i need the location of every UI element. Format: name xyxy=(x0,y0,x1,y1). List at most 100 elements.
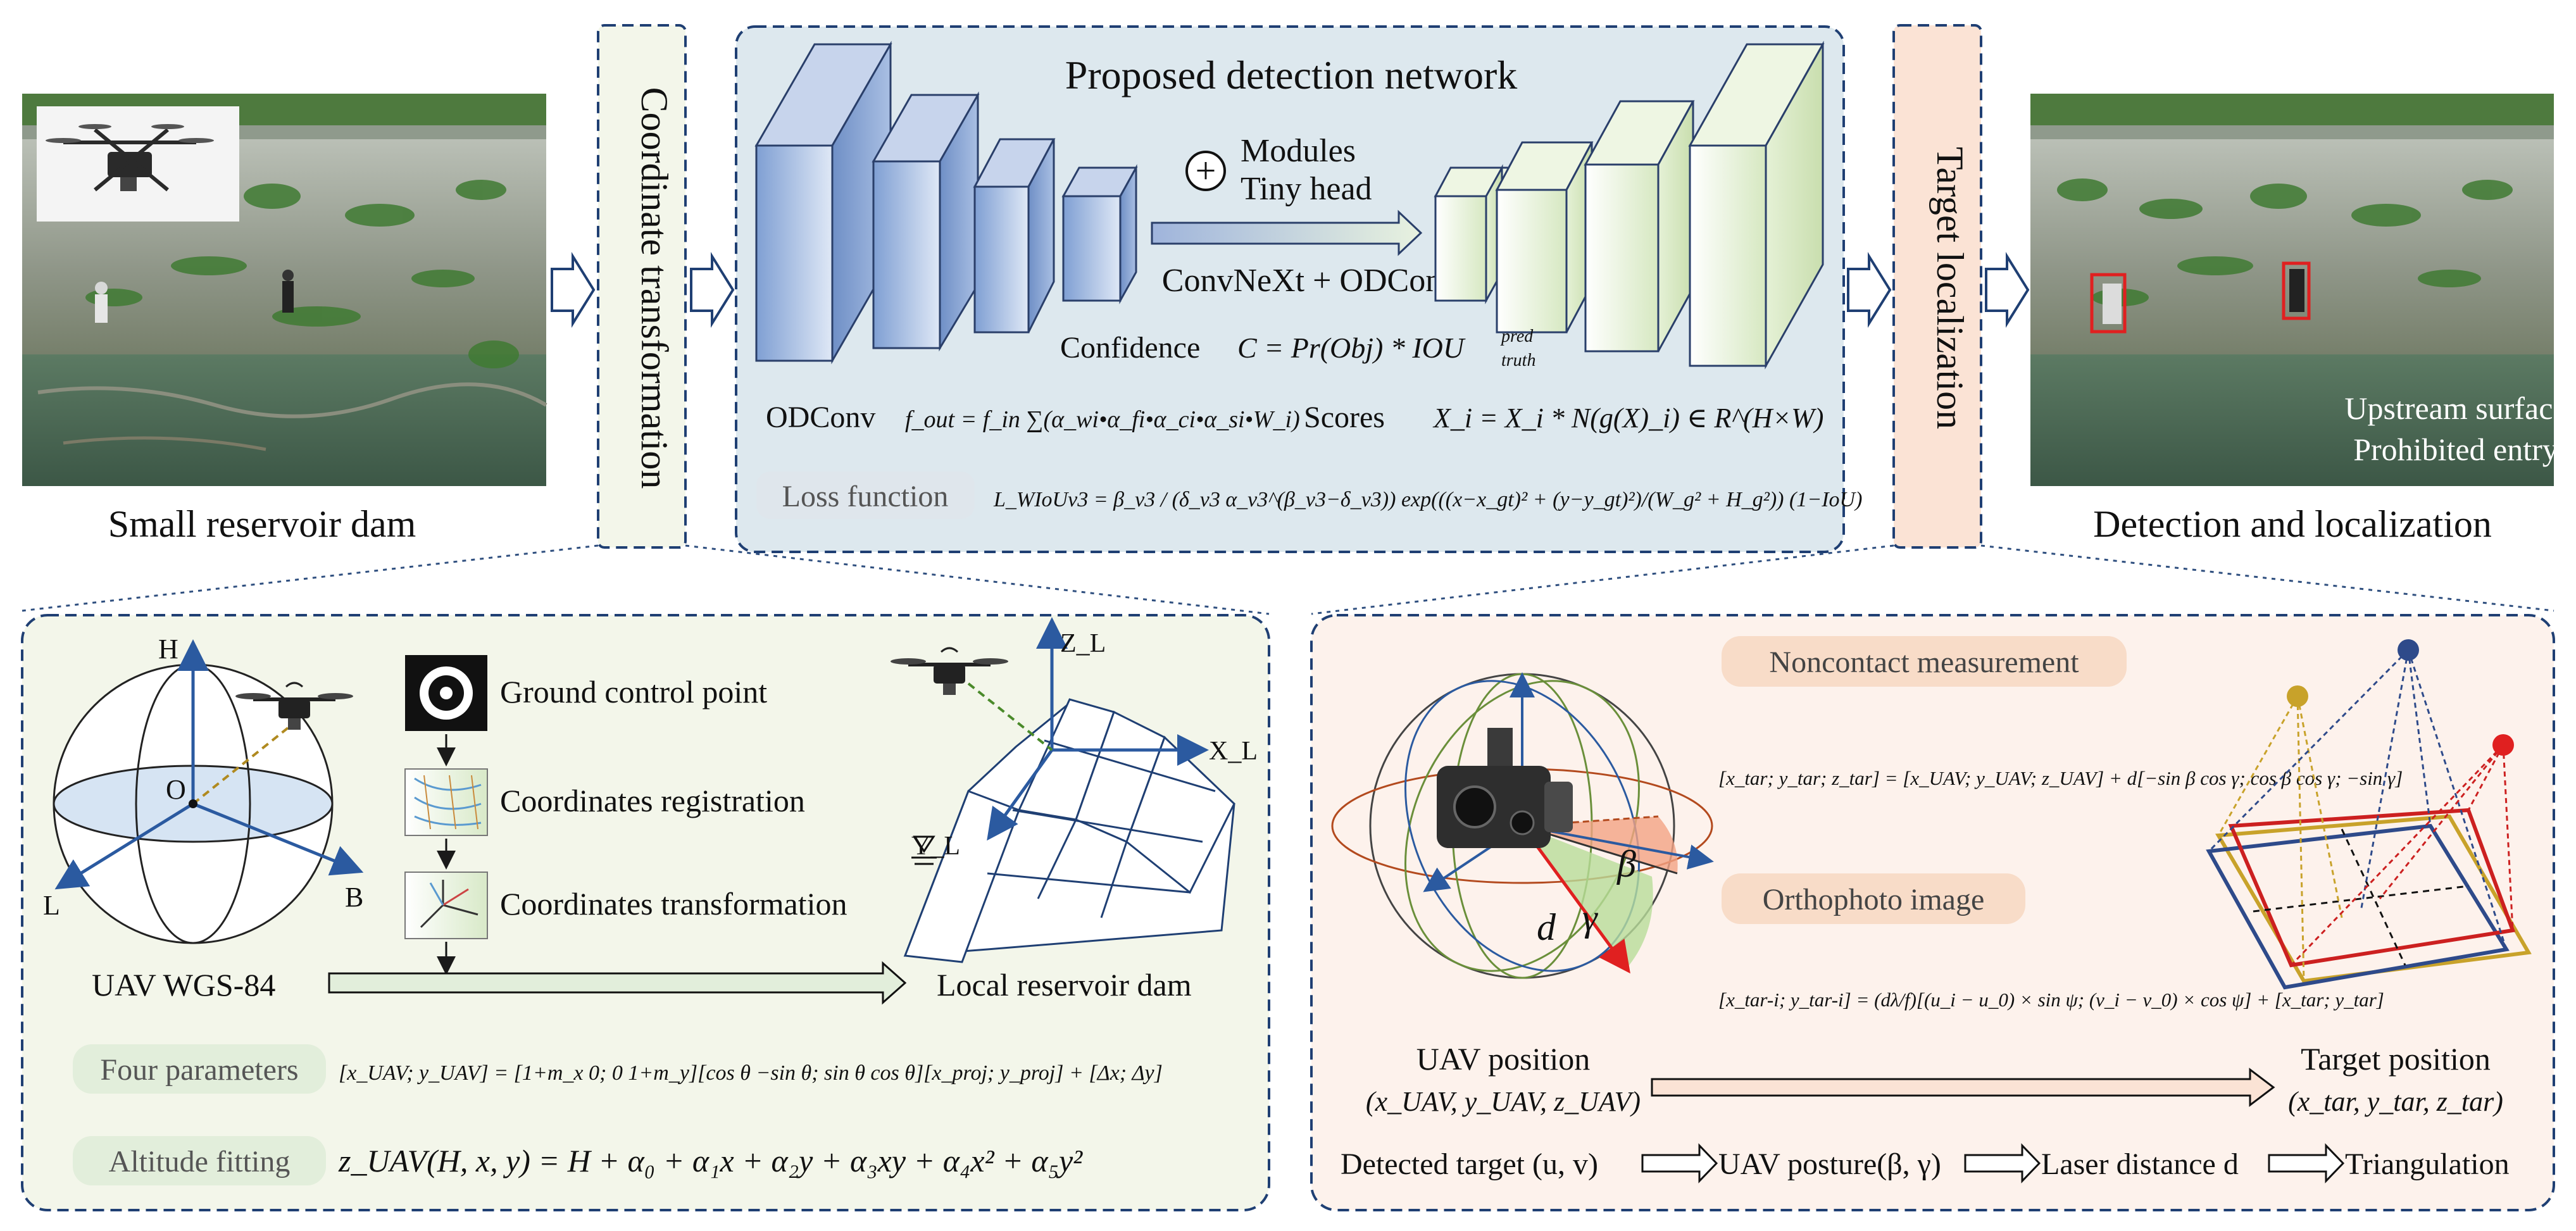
hollow-arrow-3 xyxy=(1847,252,1892,328)
globe-axis-l: L xyxy=(43,890,60,921)
dam-axis-z-label: Z_L xyxy=(1060,629,1106,658)
drone-to-dam xyxy=(967,682,1053,751)
confidence-sup: pred xyxy=(1500,327,1534,346)
odconv-label: ODConv xyxy=(766,401,875,434)
globe-axis-o: O xyxy=(166,774,186,805)
globe-diagram xyxy=(53,639,364,944)
photo-person-2 xyxy=(282,270,294,313)
transformation-icon xyxy=(404,872,488,939)
hollow-arrow-4 xyxy=(1985,252,2030,328)
coordinate-label-box xyxy=(597,24,687,549)
uav-wgs-label: UAV WGS-84 xyxy=(92,967,275,1003)
dam-axis-x-label: X_L xyxy=(1209,737,1258,766)
right-photo-caption: Detection and localization xyxy=(2093,503,2492,545)
uav-to-local-arrow xyxy=(328,961,907,1005)
drone-icon-dam xyxy=(891,647,1008,695)
noncontact-label: Noncontact measurement xyxy=(1769,646,2079,679)
encoder-block-3 xyxy=(973,138,1056,334)
pipeline-arrow-2 xyxy=(1964,1143,2041,1184)
confidence-formula: C = Pr(Obj) * IOU xyxy=(1237,332,1466,364)
odconv-formula: f_out = f_in ∑(α_wi•α_fi•α_ci•α_si•W_i) xyxy=(905,406,1300,433)
altitude-label-box xyxy=(73,1136,326,1185)
altitude-formula: z_UAV(H, x, y) = H + α₀ + α₁x + α₂y + α₃… xyxy=(338,1143,1083,1178)
uav-position-label: UAV position xyxy=(1416,1041,1591,1077)
globe-axis-b: B xyxy=(345,882,363,913)
bbox-person-2 xyxy=(2282,261,2311,320)
local-dam-label: Local reservoir dam xyxy=(937,967,1192,1003)
camera-point-yellow xyxy=(2287,685,2308,707)
four-params-label: Four parameters xyxy=(100,1053,298,1087)
coordinates-panel xyxy=(21,614,1270,1211)
pipeline-step-4: Triangulation xyxy=(2345,1147,2510,1181)
triangulation-diagram xyxy=(2206,639,2532,990)
four-params-label-box xyxy=(73,1044,326,1094)
target-label-box xyxy=(1892,24,1982,549)
drone-inset xyxy=(37,106,239,222)
dam-diagram xyxy=(903,698,1235,963)
target-position-label: Target position xyxy=(2301,1041,2491,1077)
dam-axis-y xyxy=(987,749,1054,841)
right-photo: Upstream surface Prohibited entry xyxy=(2030,94,2567,486)
overlay-line-2: Prohibited entry xyxy=(2353,432,2558,467)
plus-icon xyxy=(1185,151,1226,191)
left-photo xyxy=(22,94,547,486)
modules-label: Modules xyxy=(1241,133,1356,169)
loss-label: Loss function xyxy=(782,480,949,513)
tiny-head-label: Tiny head xyxy=(1241,171,1372,207)
registration-icon xyxy=(404,768,488,836)
pipeline-step-1: Detected target (u, v) xyxy=(1341,1147,1598,1181)
water-level-icon xyxy=(911,835,937,865)
camera-point-blue xyxy=(2398,639,2419,661)
globe-axis-h: H xyxy=(158,634,178,665)
uav-position-coords: (x_UAV, y_UAV, z_UAV) xyxy=(1366,1086,1641,1117)
confidence-sub: truth xyxy=(1501,351,1535,370)
noncontact-label-box xyxy=(1722,636,2127,687)
ortho-label-box xyxy=(1722,873,2025,924)
sphere-label-beta: β xyxy=(1616,843,1636,885)
ortho-label: Orthophoto image xyxy=(1763,883,1985,916)
connector-right-1 xyxy=(1311,544,1894,615)
camera-point-red xyxy=(2492,734,2514,756)
photo-person-1 xyxy=(95,282,108,323)
coordinate-label: Coordinate transformation xyxy=(634,87,675,489)
connector-left-1 xyxy=(22,544,599,612)
drone-icon-globe xyxy=(235,682,353,730)
hollow-arrow-2 xyxy=(690,252,735,328)
encoder-block-4 xyxy=(1061,164,1138,304)
loss-formula: L_WIoUv3 = β_v3 / (δ_v3 α_v3^(β_v3−δ_v3)… xyxy=(993,488,1862,511)
bbox-person-1 xyxy=(2090,273,2127,334)
gimbal-camera xyxy=(1437,728,1573,848)
left-photo-caption: Small reservoir dam xyxy=(108,503,416,545)
pipeline-step-3: Laser distance d xyxy=(2041,1147,2239,1181)
plus-symbol: + xyxy=(1196,150,1216,191)
uav-to-target-arrow xyxy=(1651,1067,2275,1108)
pipeline-arrow-3 xyxy=(2268,1143,2345,1184)
decoder-block-3 xyxy=(1584,100,1695,353)
decoder-block-4 xyxy=(1688,41,1825,370)
step-gcp: Ground control point xyxy=(500,674,767,709)
loss-label-box xyxy=(756,472,975,519)
confidence-label: Confidence xyxy=(1060,331,1200,365)
scores-formula: X_i = X_i * N(g(X)_i) ∈ R^(H×W) xyxy=(1432,403,1823,434)
altitude-label: Altitude fitting xyxy=(109,1145,291,1178)
decoder-block-2 xyxy=(1495,141,1594,334)
pipeline-arrow-1 xyxy=(1641,1143,1718,1184)
step-transformation: Coordinates transformation xyxy=(500,886,847,922)
target-position-coords: (x_tar, y_tar, z_tar) xyxy=(2288,1086,2503,1117)
hollow-arrow-1 xyxy=(551,252,596,328)
sphere-label-gamma: γ xyxy=(1582,897,1598,939)
sphere-label-d: d xyxy=(1537,906,1556,948)
ortho-formula: [x_tar-i; y_tar-i] = (dλ/f)[(u_i − u_0) … xyxy=(1718,989,2384,1011)
encoder-block-2 xyxy=(872,91,980,352)
gcp-icon xyxy=(405,655,487,731)
connector-right-2 xyxy=(1980,544,2554,612)
feature-flow-arrow xyxy=(1151,209,1423,256)
overlay-line-1: Upstream surface xyxy=(2344,391,2567,426)
scores-label: Scores xyxy=(1304,401,1385,434)
backbone-label: ConvNeXt + ODConv xyxy=(1162,263,1458,299)
pipeline-step-2: UAV posture(β, γ) xyxy=(1718,1147,1941,1181)
network-title: Proposed detection network xyxy=(1065,53,1518,97)
step-registration: Coordinates registration xyxy=(500,783,805,818)
connector-left-2 xyxy=(685,544,1270,615)
